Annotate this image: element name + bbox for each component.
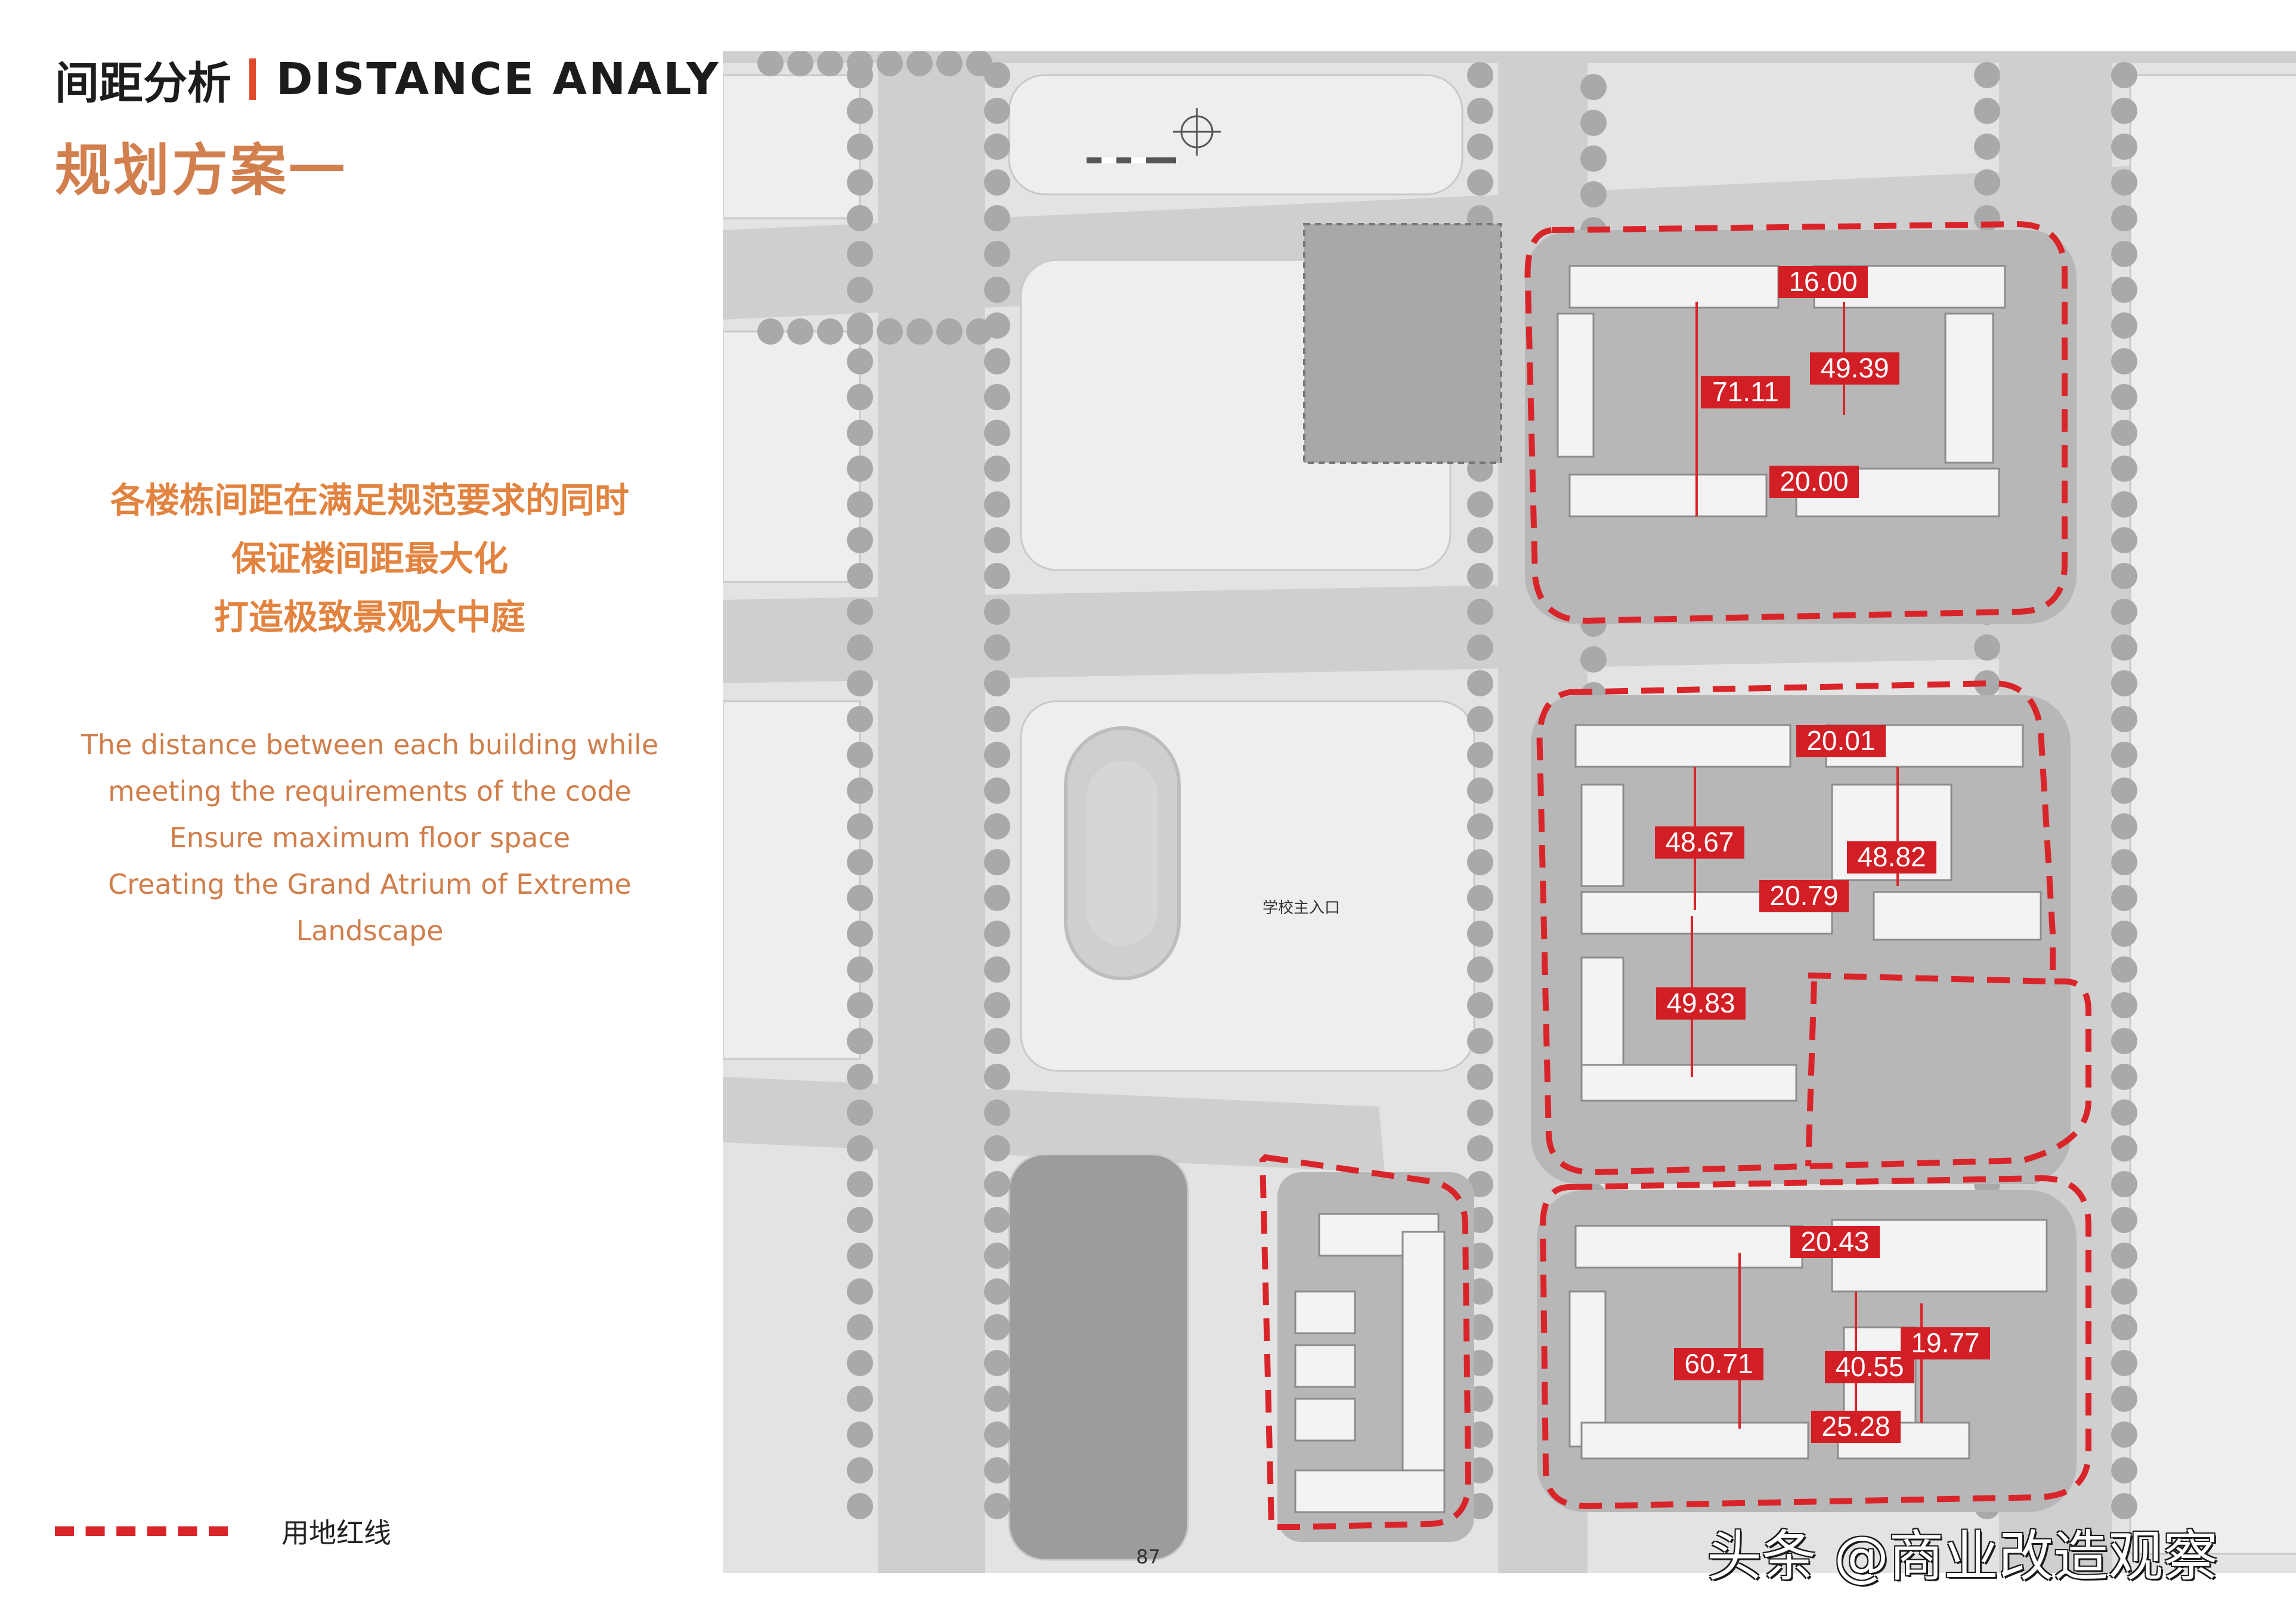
distance-label-bg (1796, 725, 1886, 757)
distance-label-north: 20.00 (1769, 466, 1859, 498)
watermark: 头条 @商业改造观察 (1707, 1525, 2218, 1588)
distance-label-bg (1655, 826, 1744, 859)
buildings (1294, 265, 2048, 1513)
distance-label-south: 20.43 (1790, 1226, 1880, 1258)
distance-label-bg (1810, 352, 1899, 385)
scale-bar (1087, 157, 1176, 163)
building (1294, 1469, 1446, 1513)
distance-label-middle: 49.83 (1656, 987, 1746, 1020)
distance-value: 16.00 (1788, 266, 1857, 297)
building (1557, 312, 1595, 458)
distance-label-bg (1825, 1351, 1914, 1383)
description-en-line: Ensure maximum floor space (169, 822, 571, 854)
distance-value: 25.28 (1821, 1411, 1890, 1442)
building (1294, 1398, 1356, 1442)
running-track (1064, 726, 1181, 980)
description-cn: 各楼栋间距在满足规范要求的同时 保证楼间距最大化 打造极致景观大中庭 (36, 471, 704, 646)
building (1568, 1290, 1607, 1448)
distance-label-middle: 48.67 (1655, 826, 1744, 859)
building (1580, 1421, 1809, 1460)
building (1944, 312, 1994, 464)
building (1873, 891, 2042, 941)
building (1568, 265, 1780, 309)
page-number: 87 (1136, 1545, 1161, 1568)
distance-label-bg (1701, 376, 1790, 408)
distance-label-bg (1759, 880, 1849, 912)
distance-label-north: 71.11 (1701, 376, 1790, 408)
description-cn-line: 打造极致景观大中庭 (213, 597, 525, 637)
distance-label-bg (1811, 1411, 1901, 1443)
distance-label-south: 60.71 (1674, 1348, 1763, 1380)
building (1294, 1290, 1356, 1334)
distance-label-south: 25.28 (1811, 1411, 1901, 1443)
building (1580, 956, 1624, 1066)
distance-label-south: 40.55 (1825, 1351, 1914, 1383)
distance-value: 20.79 (1769, 880, 1838, 911)
red-boundary-lines (1259, 221, 2091, 1530)
distance-value: 48.67 (1665, 826, 1734, 857)
description-cn-line: 各楼栋间距在满足规范要求的同时 (110, 480, 629, 521)
site-plan: 学校主入口 (723, 51, 2296, 1573)
subtitle: 规划方案一 (55, 138, 348, 203)
description-en-line: Creating the Grand Atrium of Extreme (108, 868, 632, 900)
title-en: DISTANCE ANALYSIS (276, 54, 806, 105)
building (1574, 724, 1791, 768)
green-space (1303, 223, 1502, 464)
distance-label-middle: 20.01 (1796, 725, 1886, 757)
distance-label-bg (1847, 841, 1936, 874)
building (1580, 783, 1624, 887)
distance-label-north: 16.00 (1778, 266, 1868, 298)
title-cn: 间距分析 (55, 57, 231, 109)
distance-label-bg (1901, 1327, 1990, 1359)
description-cn-line: 保证楼间距最大化 (231, 538, 508, 579)
distance-value: 20.01 (1806, 725, 1875, 756)
distance-value: 40.55 (1835, 1351, 1904, 1382)
building (1568, 473, 1768, 518)
distance-value: 49.39 (1820, 352, 1889, 383)
description-en-line: meeting the requirements of the code (108, 775, 632, 807)
site-plan-drawing: 学校主入口 (723, 51, 2296, 1573)
distance-value: 19.77 (1911, 1327, 1979, 1358)
distance-value: 20.43 (1800, 1226, 1869, 1257)
title-separator (249, 58, 256, 100)
distance-label-middle: 48.82 (1847, 841, 1936, 874)
distance-value: 71.11 (1712, 376, 1779, 407)
distance-label-bg (1656, 987, 1746, 1020)
north-arrow-icon (1173, 108, 1221, 156)
distance-label-south: 19.77 (1901, 1327, 1990, 1359)
building (1294, 1344, 1356, 1388)
distance-value: 60.71 (1684, 1348, 1753, 1379)
building (1580, 1064, 1797, 1102)
distance-label-north: 49.39 (1810, 352, 1899, 385)
page-title: 间距分析 DISTANCE ANALYSIS (55, 47, 806, 112)
red-line-legend-swatch (55, 1526, 228, 1536)
legend-label: 用地红线 (281, 1517, 391, 1549)
distance-label-middle: 20.79 (1759, 880, 1849, 912)
distance-value: 20.00 (1780, 466, 1848, 497)
distance-label-bg (1674, 1348, 1763, 1380)
description-en: The distance between each building while… (36, 721, 704, 954)
distance-label-bg (1778, 266, 1868, 298)
distance-value: 48.82 (1857, 841, 1926, 872)
left-panel: 间距分析 DISTANCE ANALYSIS 规划方案一 各楼栋间距在满足规范要… (0, 0, 804, 1623)
description-en-line: The distance between each building while (81, 729, 659, 761)
distance-label-bg (1769, 466, 1859, 498)
school-entrance-label: 学校主入口 (1263, 899, 1340, 917)
legend: 用地红线 (55, 1512, 391, 1551)
distance-labels: 16.00 71.11 49.39 20.00 20.01 48.67 48.82 20.79… (1655, 266, 1990, 1443)
building (1401, 1231, 1446, 1472)
distance-value: 49.83 (1666, 987, 1735, 1018)
surrounding-blocks (723, 74, 2296, 1561)
description-en-line: Landscape (296, 915, 444, 947)
building (1574, 1225, 1803, 1269)
distance-label-bg (1790, 1226, 1880, 1258)
